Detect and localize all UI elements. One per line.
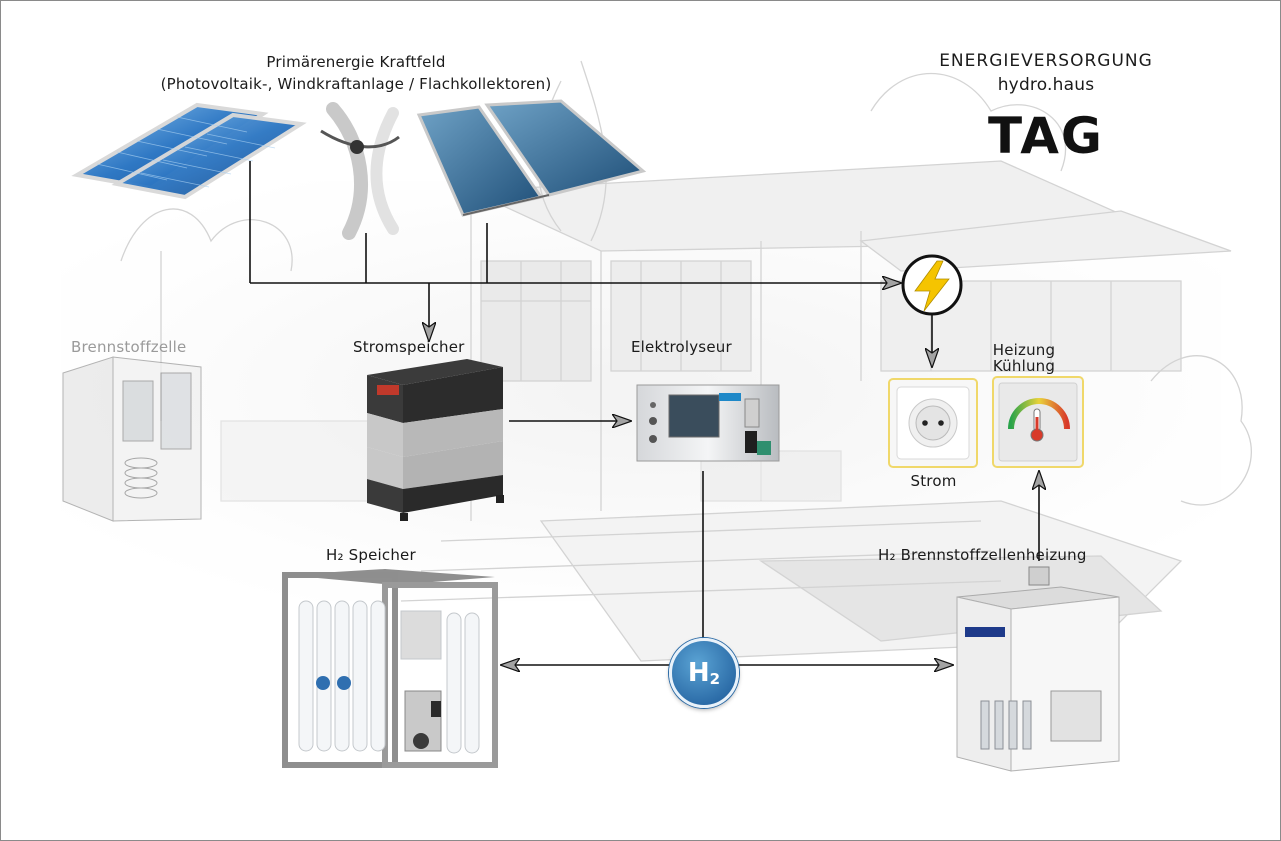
power-label: Strom (910, 472, 957, 490)
lightning-bolt-icon (901, 254, 963, 316)
energy-flow-lines (249, 161, 1039, 665)
flat-plate-collectors (416, 99, 647, 217)
h2-storage-rack (282, 569, 498, 768)
h2-fuel-cell-heating-label: H₂ Brennstoffzellenheizung (878, 546, 1087, 564)
electrolyser-unit (636, 384, 780, 462)
wind-turbine (320, 102, 400, 283)
fuel-cell-label: Brennstoffzelle (71, 338, 187, 356)
energy-supply-heading: ENERGIEVERSORGUNG (939, 51, 1153, 71)
photovoltaic-panels (71, 102, 307, 200)
thermostat-display (992, 376, 1084, 468)
h2-badge-subscript: 2 (709, 670, 721, 688)
battery-storage (367, 359, 504, 521)
h2-badge-symbol: H (687, 658, 710, 688)
primary-energy-subtitle: (Photovoltaik-, Windkraftanlage / Flachk… (160, 75, 552, 93)
h2-fuel-cell-heater (956, 566, 1120, 772)
battery-storage-label: Stromspeicher (353, 338, 465, 356)
primary-energy-title: Primärenergie Kraftfeld (266, 53, 446, 71)
power-outlet (888, 378, 978, 468)
h2-storage-label: H₂ Speicher (326, 546, 416, 564)
fuel-cell-unit (62, 356, 202, 522)
heating-cooling-label: Heizung Kühlung (992, 341, 1056, 375)
mode-title: TAG (988, 107, 1104, 165)
brand-name: hydro.haus (997, 75, 1095, 95)
electrolyser-label: Elektrolyseur (631, 338, 732, 356)
